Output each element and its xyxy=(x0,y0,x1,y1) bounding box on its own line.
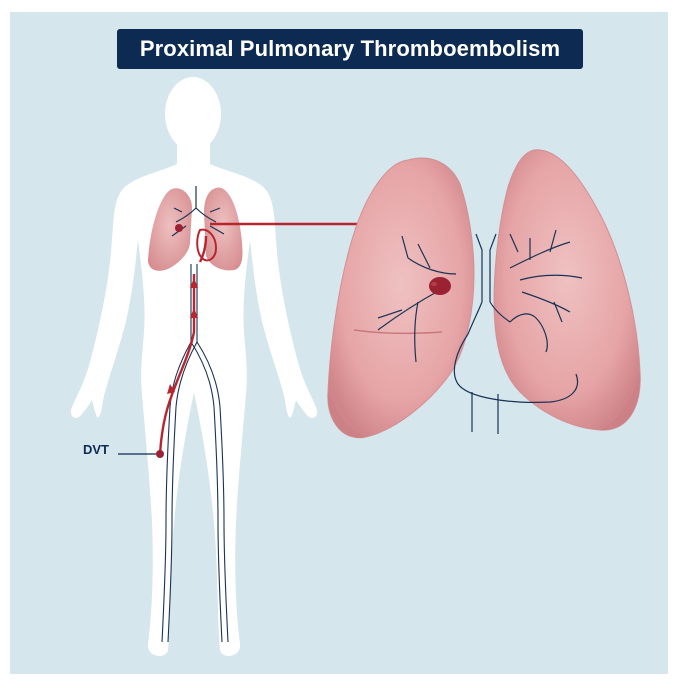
human-body-silhouette xyxy=(71,77,317,656)
dvt-label: DVT xyxy=(83,442,109,457)
pulmonary-clot xyxy=(429,277,451,295)
enlarged-lungs xyxy=(328,150,640,438)
diagram-canvas: Proximal Pulmonary Thromboembolism xyxy=(10,12,668,674)
enlarged-right-lung xyxy=(328,158,474,438)
small-clot xyxy=(175,224,183,232)
head xyxy=(165,77,221,151)
enlarged-left-lung xyxy=(494,150,640,430)
illustration xyxy=(10,12,668,674)
body-outline xyxy=(71,164,317,656)
